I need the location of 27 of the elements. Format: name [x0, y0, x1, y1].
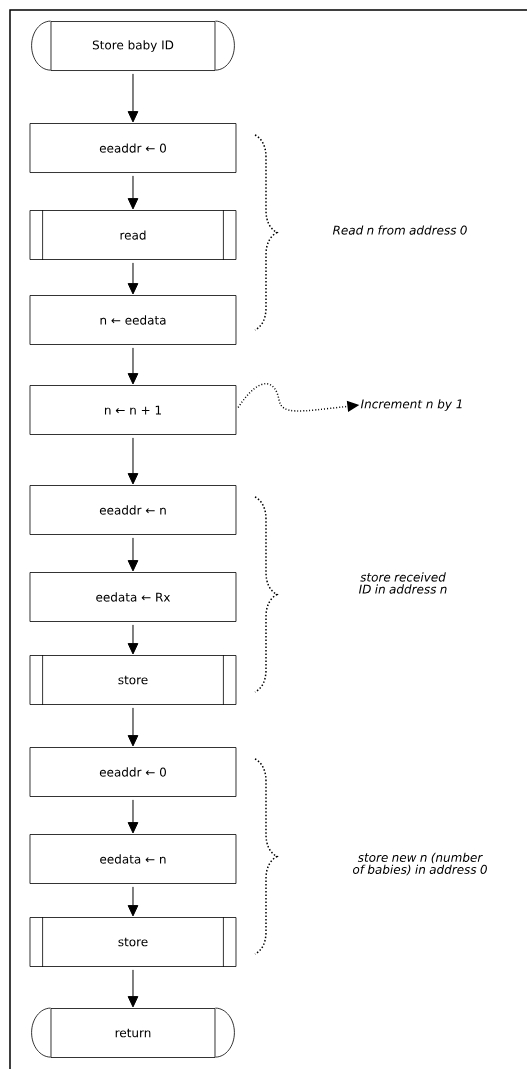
arrow [127, 969, 139, 1008]
arrow [127, 73, 139, 123]
process-box: eedata ← n [29, 834, 237, 884]
process-box: eeaddr ← 0 [29, 747, 237, 797]
annotation-text: store new n (number of babies) in address 0 [353, 852, 487, 876]
process-box: n ← eedata [29, 295, 237, 345]
terminator: return [31, 1007, 235, 1058]
arrow [127, 624, 139, 655]
terminator: Store baby ID [31, 20, 235, 71]
subroutine-box: store [29, 916, 237, 968]
arrow [127, 537, 139, 572]
process-box: n ← n + 1 [29, 385, 237, 435]
process-box: eeaddr ← n [29, 485, 237, 535]
annotation-text: store received ID in address n [358, 572, 447, 594]
arrow [127, 707, 139, 747]
arrow [127, 262, 139, 295]
process-box: eeaddr ← 0 [29, 123, 237, 173]
arrow [127, 886, 139, 917]
arrow [127, 437, 139, 485]
arrow [127, 799, 139, 834]
subroutine-box: read [29, 209, 237, 261]
annotation-text: Read n from address 0 [332, 225, 467, 235]
note-text: Increment n by 1 [360, 399, 462, 411]
subroutine-box: store [29, 654, 237, 706]
arrow [127, 347, 139, 385]
arrow [127, 175, 139, 210]
process-box: eedata ← Rx [29, 572, 237, 622]
